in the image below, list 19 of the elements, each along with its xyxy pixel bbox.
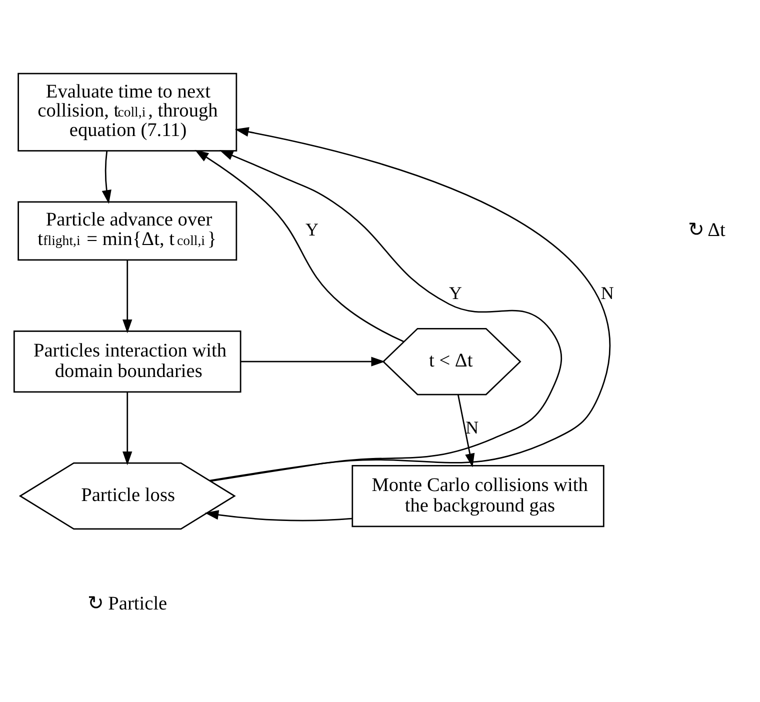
node-box: Particle advance over tflight,i = min{Δt, tcoll,i} [18,200,238,260]
edge-label: N [600,282,614,303]
node-box: Evaluate time to next collision, tcoll,i, through equation (7.11) [18,72,238,152]
edge-label: Y [449,282,462,303]
label: ↻ Particle [87,593,168,614]
arrow [122,260,132,333]
arrow [194,149,404,342]
node-box: Monte Carlo collisions with the background gas [352,464,604,527]
edge-label: Y [305,219,318,240]
arrow [204,510,352,521]
arrow [122,392,132,465]
arrow [457,394,475,467]
arrow [210,150,562,482]
node-box: Particles interaction with domain boundaries [13,330,242,392]
edge-label: N [466,416,479,437]
label: ↻ Δt [688,220,726,241]
arrow [102,150,112,204]
arrow [210,126,610,481]
arrow [240,356,386,366]
